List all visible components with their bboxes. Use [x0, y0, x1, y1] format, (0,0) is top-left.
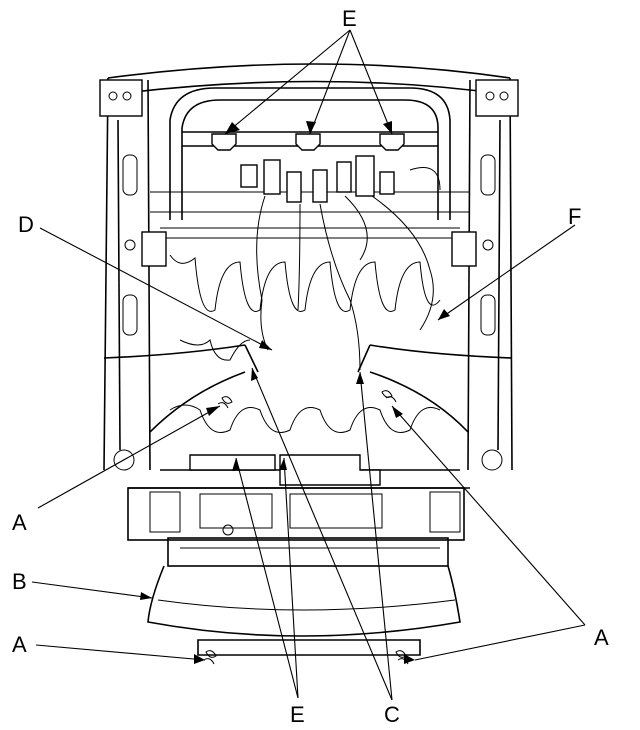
- seat-cushion-frame: [127, 454, 470, 567]
- label-d: D: [18, 212, 34, 237]
- connector-group: [240, 155, 441, 371]
- label-e-bottom: E: [290, 702, 305, 727]
- label-a-left-bottom: A: [12, 632, 27, 657]
- upper-frame-loop: [141, 87, 477, 267]
- leader-lines: [31, 29, 586, 701]
- label-c: C: [384, 702, 400, 727]
- label-f: F: [568, 204, 581, 229]
- arrowheads: [140, 121, 450, 664]
- label-a-right: A: [594, 625, 609, 650]
- clip-e-top: [211, 133, 405, 151]
- label-a-left-mid: A: [12, 510, 27, 535]
- seatback-springs: [169, 254, 441, 433]
- lumbar-panel: [103, 344, 513, 433]
- label-e-top: E: [342, 6, 357, 31]
- seat-back-frame: [99, 63, 519, 471]
- front-trim-b: [147, 565, 461, 637]
- label-b: B: [12, 569, 27, 594]
